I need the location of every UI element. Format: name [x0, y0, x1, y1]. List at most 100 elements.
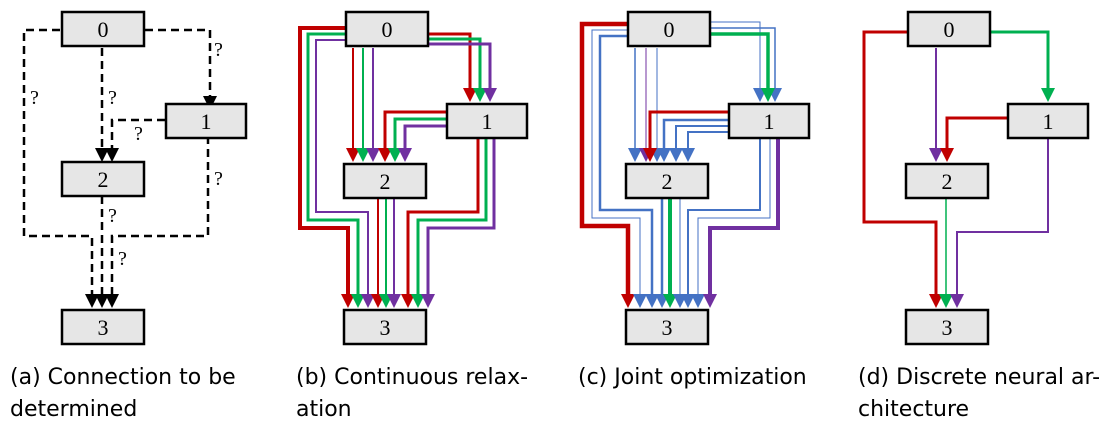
node-0: 0: [626, 10, 712, 48]
edge-0-3: [598, 34, 654, 296]
edge-0-1: [428, 42, 492, 90]
edge-0-1: [710, 21, 761, 90]
node-1: 1: [1006, 102, 1090, 140]
edge-1-3: [708, 136, 780, 296]
arrowhead: [388, 148, 402, 162]
arrowhead: [387, 294, 401, 308]
edge-0-3: [579, 21, 631, 296]
arrowhead: [669, 148, 683, 162]
edge-1-3: [416, 136, 488, 296]
node-3-label: 3: [98, 315, 109, 340]
arrowhead: [939, 294, 953, 308]
arrowhead: [691, 294, 705, 308]
arrowhead: [628, 148, 642, 162]
question-mark: ?: [30, 87, 39, 109]
node-1-label: 1: [482, 109, 493, 134]
arrowhead: [633, 294, 647, 308]
arrowhead: [643, 148, 657, 162]
arrowhead: [761, 88, 775, 102]
node-2-label: 2: [942, 169, 953, 194]
arrowhead: [950, 294, 964, 308]
edge-1-2: [403, 124, 446, 150]
arrowhead: [657, 148, 671, 162]
question-mark: ?: [118, 248, 127, 270]
caption-d-line-1: (d) Discrete neural ar-: [858, 365, 1101, 390]
arrowhead: [366, 148, 380, 162]
caption-a-line-2: determined: [10, 397, 138, 422]
edge-1-2: [675, 125, 728, 150]
arrowhead: [645, 294, 659, 308]
node-0-label: 0: [664, 17, 675, 42]
arrowhead: [356, 148, 370, 162]
node-3: 3: [342, 308, 428, 346]
question-mark: ?: [134, 123, 143, 145]
arrowhead: [663, 294, 677, 308]
node-0: 0: [60, 10, 146, 48]
node-3: 3: [60, 308, 146, 346]
caption-c: (c) Joint optimization: [578, 362, 807, 394]
question-mark: ?: [108, 205, 117, 227]
edge-1-3: [687, 136, 761, 296]
node-3: 3: [904, 308, 990, 346]
edge-1-2: [383, 110, 446, 150]
arrowhead: [361, 294, 375, 308]
node-2: 2: [904, 162, 990, 200]
node-0-label: 0: [98, 17, 109, 42]
caption-c-line-1: (c) Joint optimization: [578, 365, 807, 390]
edge-1-3: [426, 136, 496, 296]
node-2: 2: [342, 162, 428, 200]
node-0: 0: [344, 10, 430, 48]
edge-0-1: [990, 30, 1050, 90]
edge-0-3: [315, 39, 369, 296]
edge-0-3: [22, 28, 94, 296]
panel-b-continuous-relaxation: 0 1 2 3: [298, 10, 529, 346]
edge-1-2: [648, 110, 728, 150]
panel-d-discrete-architecture: 0 1 2 3: [862, 10, 1090, 346]
edge-1-3: [110, 136, 210, 296]
edge-1-2: [662, 118, 728, 150]
node-1-label: 1: [201, 109, 212, 134]
node-2-label: 2: [98, 167, 109, 192]
edge-1-3: [956, 136, 1049, 296]
caption-a: (a) Connection to be determined: [10, 362, 236, 426]
node-2-label: 2: [662, 169, 673, 194]
question-mark: ?: [108, 87, 117, 109]
arrowhead: [621, 294, 635, 308]
node-1: 1: [727, 102, 811, 140]
edge-1-3: [406, 136, 480, 296]
arrowhead: [681, 148, 695, 162]
arrowhead: [95, 294, 109, 308]
arrowhead: [351, 294, 365, 308]
caption-b: (b) Continuous relax- ation: [296, 362, 528, 426]
edge-0-3: [306, 32, 360, 296]
caption-d: (d) Discrete neural ar- chitecture: [858, 362, 1100, 426]
node-3-label: 3: [380, 315, 391, 340]
arrowhead: [95, 148, 109, 162]
node-2: 2: [60, 160, 146, 198]
arrowhead: [105, 148, 119, 162]
arrowhead: [411, 294, 425, 308]
edge-0-3: [591, 29, 641, 296]
caption-b-line-1: (b) Continuous relax-: [296, 365, 529, 390]
node-3-label: 3: [942, 315, 953, 340]
node-1-label: 1: [764, 109, 775, 134]
node-1: 1: [164, 102, 248, 140]
node-0-label: 0: [382, 17, 393, 42]
arrowhead: [463, 88, 477, 102]
caption-b-line-2: ation: [296, 397, 352, 422]
arrowhead: [483, 88, 497, 102]
node-1: 1: [445, 102, 529, 140]
edge-0-1: [428, 37, 482, 90]
arrowhead: [341, 294, 355, 308]
arrowhead: [1041, 88, 1055, 102]
arrowhead: [940, 148, 954, 162]
edge-1-2: [110, 118, 165, 150]
edge-0-1: [710, 27, 776, 90]
node-0: 0: [906, 10, 992, 48]
arrowhead: [703, 294, 717, 308]
edge-1-3: [697, 136, 771, 296]
edge-0-3: [298, 26, 350, 296]
